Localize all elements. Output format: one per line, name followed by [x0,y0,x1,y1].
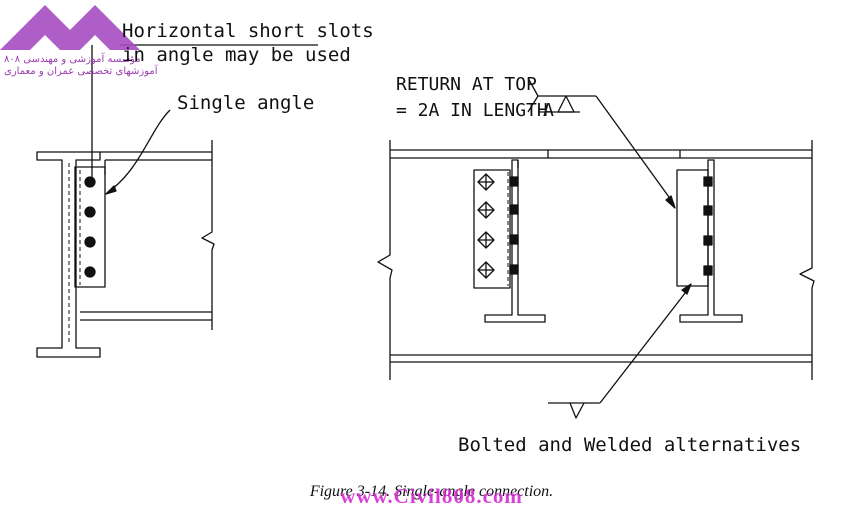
figure-caption: Figure 3-14. Single-angle connection. [309,483,554,500]
bolt-squares [509,176,519,275]
left-column [36,151,101,358]
watermark-logo-mark [0,5,140,50]
watermark-logo-text-2: آموزشهای تخصصی عمران و معماری [4,66,158,77]
left-leaders [91,44,318,195]
bolt [84,266,96,278]
right-beam-a [484,159,546,323]
bolt [84,206,96,218]
bolt-diamonds [477,173,495,279]
bolted-angle [473,169,519,289]
welded-angle [676,169,715,287]
bolt [84,236,96,248]
right-leaders [527,77,692,419]
label-slots-line2: in angle may be used [122,44,351,66]
watermark-logo-text-1: مؤسسه آموزشی و مهندسی ۸۰۸ [4,54,141,65]
left-single-angle [74,166,106,288]
bolt [84,176,96,188]
left-beam [80,140,215,330]
watermark-url: www.Civil808.com [340,484,523,508]
right-girder [377,140,815,380]
label-slots-line1: Horizontal short slots [122,20,374,42]
label-alternatives: Bolted and Welded alternatives [458,434,802,456]
label-weld-size: A [543,100,554,121]
label-return-line1: RETURN AT TOP [396,74,537,95]
label-return-line2: = 2A IN LENGTH [396,100,548,121]
label-single-angle: Single angle [177,92,315,114]
